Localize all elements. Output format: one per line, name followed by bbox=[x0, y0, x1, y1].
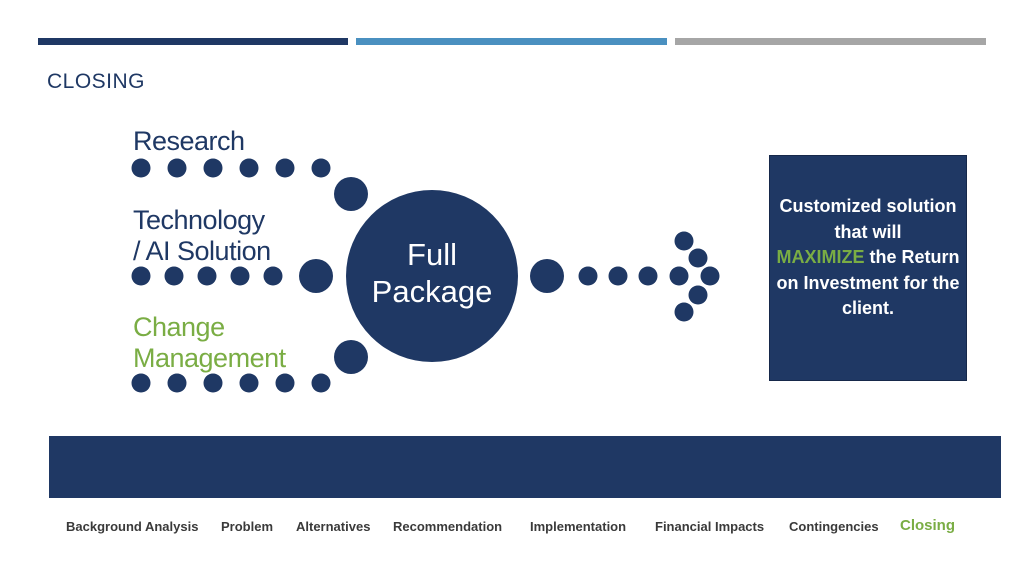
nav-recommendation[interactable]: Recommendation bbox=[393, 519, 503, 534]
dot bbox=[275, 373, 295, 393]
nav-financial-impacts[interactable]: Financial Impacts bbox=[655, 519, 765, 534]
dot bbox=[131, 373, 151, 393]
callout-box: Customized solution that will MAXIMIZE t… bbox=[769, 155, 967, 381]
dot bbox=[164, 266, 184, 286]
dot bbox=[578, 266, 598, 286]
research-dots bbox=[131, 158, 368, 211]
dot bbox=[674, 302, 694, 322]
dot bbox=[311, 373, 331, 393]
dot bbox=[669, 266, 689, 286]
dot bbox=[530, 259, 564, 293]
section-nav: Background Analysis Problem Alternatives… bbox=[0, 516, 1024, 540]
dot bbox=[203, 373, 223, 393]
header-bar-gray bbox=[675, 38, 986, 45]
full-package-label: Full Package bbox=[371, 237, 493, 309]
change-management-label: Change Management bbox=[133, 312, 286, 374]
nav-implementation[interactable]: Implementation bbox=[530, 519, 627, 534]
center-circle bbox=[346, 190, 518, 362]
dot bbox=[299, 259, 333, 293]
dot bbox=[311, 158, 331, 178]
footer-band bbox=[49, 436, 1001, 498]
dot bbox=[688, 285, 708, 305]
technology-label-text: Technology / AI Solution bbox=[133, 205, 271, 266]
dot bbox=[334, 340, 368, 374]
dot bbox=[239, 158, 259, 178]
nav-background-analysis[interactable]: Background Analysis bbox=[66, 519, 199, 534]
dot bbox=[638, 266, 658, 286]
dot bbox=[608, 266, 628, 286]
dot bbox=[167, 373, 187, 393]
header-bar-blue bbox=[356, 38, 667, 45]
callout-line1: Customized solution that will bbox=[779, 196, 957, 242]
dot bbox=[275, 158, 295, 178]
dot bbox=[197, 266, 217, 286]
dot bbox=[230, 266, 250, 286]
callout-highlight: MAXIMIZE bbox=[776, 247, 865, 268]
callout-line2: the Return on Investment for the client. bbox=[776, 247, 960, 319]
dot bbox=[688, 248, 708, 268]
change-label-text: Change Management bbox=[133, 312, 286, 373]
technology-dots bbox=[131, 259, 333, 293]
dot bbox=[674, 231, 694, 251]
nav-alternatives[interactable]: Alternatives bbox=[296, 519, 371, 534]
nav-closing[interactable]: Closing bbox=[900, 517, 955, 534]
research-label: Research bbox=[133, 126, 245, 156]
change-dots bbox=[131, 340, 368, 393]
dot bbox=[700, 266, 720, 286]
dot bbox=[334, 177, 368, 211]
dot bbox=[203, 158, 223, 178]
output-arrow-dots bbox=[530, 231, 720, 322]
dot bbox=[167, 158, 187, 178]
dot bbox=[263, 266, 283, 286]
slide-title: CLOSING bbox=[47, 70, 146, 93]
dot bbox=[131, 266, 151, 286]
dot bbox=[131, 158, 151, 178]
nav-contingencies[interactable]: Contingencies bbox=[789, 519, 879, 534]
header-bar-navy bbox=[38, 38, 348, 45]
dot bbox=[239, 373, 259, 393]
nav-problem[interactable]: Problem bbox=[221, 519, 274, 534]
technology-label: Technology / AI Solution bbox=[133, 205, 271, 267]
callout-text: Customized solution that will MAXIMIZE t… bbox=[770, 194, 966, 322]
